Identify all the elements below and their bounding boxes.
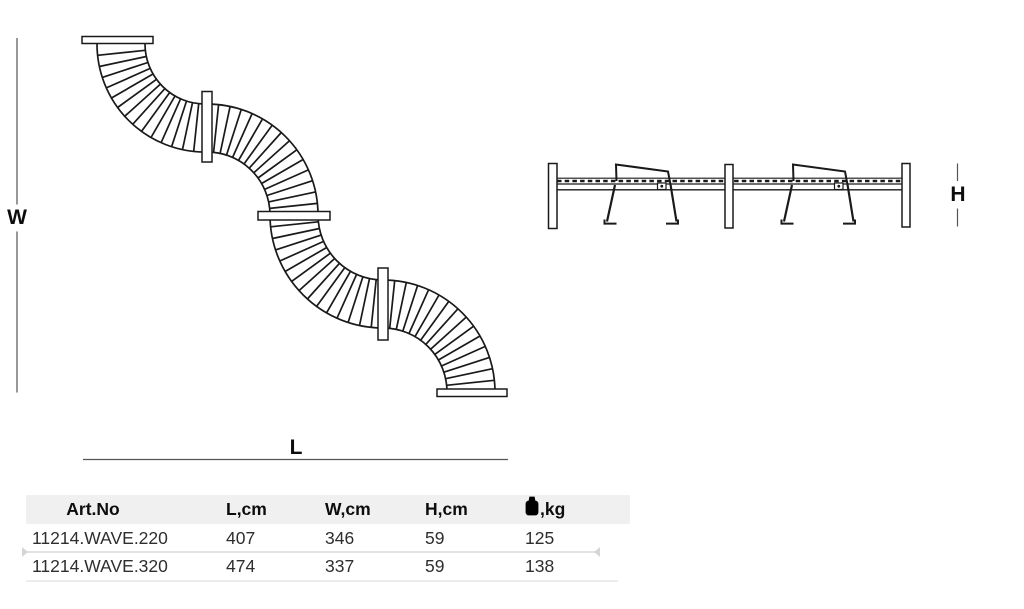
spec-table-header-row: Art.No L,cm W,cm H,cm ,kg (26, 495, 630, 524)
walkway-crosspiece-1 (201, 90, 213, 163)
walkway-slats (270, 220, 378, 328)
walkway-end-cap-top (81, 35, 154, 45)
walkway-crosspiece-2 (257, 210, 331, 221)
cell-length: 474 (226, 555, 256, 576)
walkway-crosspiece-3 (377, 267, 389, 341)
header-length-cm: L,cm (226, 499, 267, 519)
weight-icon (525, 496, 539, 521)
walkway-slats (97, 49, 200, 152)
post-right (901, 162, 911, 228)
height-dimension-label: H (950, 183, 966, 206)
right-leg (669, 184, 678, 222)
header-height-cm: H,cm (425, 499, 468, 519)
header-art-no: Art.No (66, 499, 120, 519)
width-dimension-label: W (7, 206, 27, 229)
leg-assembly (780, 163, 857, 225)
header-width-cm: W,cm (325, 499, 371, 519)
leg-assembly (603, 163, 679, 225)
cell-art-no: 11214.WAVE.320 (32, 555, 168, 576)
cell-weight: 138 (525, 555, 555, 576)
left-leg (605, 184, 617, 222)
walkway-slats (212, 104, 318, 210)
header-weight-kg: ,kg (525, 496, 630, 521)
cell-art-no: 11214.WAVE.220 (32, 527, 168, 548)
separator-arrow-left (22, 547, 28, 557)
cell-weight: 125 (525, 527, 555, 548)
spec-table: Art.No L,cm W,cm H,cm ,kg 11214.WAVE.220… (22, 495, 630, 582)
plan-view-drawing (81, 35, 508, 398)
cell-width: 346 (325, 527, 355, 548)
cell-length: 407 (226, 527, 256, 548)
separator-arrow-right (594, 547, 600, 557)
right-foot (666, 219, 679, 225)
walkway-slats (388, 280, 495, 387)
row-separator (22, 547, 600, 557)
fastener-dot (660, 184, 664, 188)
dimension-lines (16, 38, 959, 461)
walkway-end-cap-bottom (436, 388, 508, 398)
length-dimension-label: L (289, 436, 303, 459)
cell-height: 59 (425, 527, 445, 548)
left-foot (603, 219, 617, 225)
ramp-wedge (614, 163, 672, 185)
cell-width: 337 (325, 555, 355, 576)
weight-unit-label: ,kg (540, 499, 566, 519)
table-bottom-border (26, 580, 618, 582)
post-middle (724, 163, 734, 229)
cell-height: 59 (425, 555, 445, 576)
table-row: 11214.WAVE.320 474 337 59 138 (26, 552, 630, 580)
side-view-drawing (547, 162, 911, 230)
table-row: 11214.WAVE.220 407 346 59 125 (26, 524, 630, 552)
post-left (547, 162, 558, 230)
